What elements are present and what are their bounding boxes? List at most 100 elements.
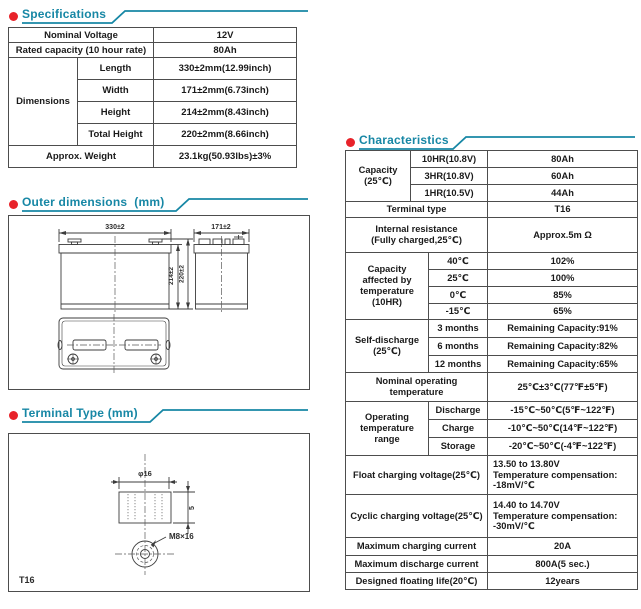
- table-row: Operating temperature range Discharge -1…: [345, 401, 639, 456]
- outer-dimensions-box: 330±2 171±2 214±2 220±2: [8, 215, 310, 390]
- table-row: Approx. Weight 23.1kg(50.93lbs)±3%: [7, 145, 298, 168]
- spec-label-length: Length: [76, 57, 155, 80]
- char-sublabel-charge: Charge: [427, 419, 489, 438]
- table-row: Internal resistance (Fully charged,25℃) …: [344, 217, 639, 253]
- char-value-terminal-type: T16: [487, 201, 639, 218]
- char-label-max-charge-current: Maximum charging current: [344, 537, 489, 556]
- char-value-6months: Remaining Capacity:82%: [487, 337, 639, 356]
- char-value-cyclic-charging: 14.40 to 14.70V Temperature compensation…: [487, 494, 639, 538]
- spec-value-total-height: 220±2mm(8.66inch): [153, 123, 298, 146]
- table-row: 12 months Remaining Capacity:65%: [346, 355, 639, 373]
- terminal-type-header: Terminal Type (mm): [8, 404, 310, 426]
- char-sublabel-25c: 25℃: [427, 269, 489, 287]
- char-label-capacity: Capacity (25℃): [345, 150, 411, 202]
- char-value-internal-resistance: Approx.5m Ω: [487, 217, 639, 253]
- spec-value-width: 171±2mm(6.73inch): [153, 79, 298, 102]
- specifications-table: Nominal Voltage 12V Rated capacity (10 h…: [7, 27, 298, 168]
- char-sublabel-minus15c: -15℃: [427, 303, 489, 320]
- section-title: Specifications: [22, 7, 107, 21]
- char-sublabel-storage: Storage: [427, 437, 489, 456]
- outer-dimensions-header: Outer dimensions (mm): [8, 193, 310, 215]
- char-label-float-charging: Float charging voltage(25℃): [344, 455, 489, 495]
- bullet-icon: [9, 200, 18, 209]
- bullet-icon: [9, 411, 18, 420]
- char-value-float-life: 12years: [487, 572, 639, 590]
- table-row: Maximum discharge current 800A(5 sec.): [344, 555, 639, 573]
- char-sublabel-40c: 40℃: [427, 252, 489, 270]
- char-label-float-life: Designed floating life(20℃): [344, 572, 489, 590]
- table-row: Dimensions Length 330±2mm(12.99inch): [8, 57, 298, 146]
- char-value-10hr: 80Ah: [487, 150, 639, 168]
- char-value-minus15c: 65%: [487, 303, 639, 320]
- table-row: Height 214±2mm(8.43inch): [9, 101, 298, 124]
- spec-value-weight: 23.1kg(50.93lbs)±3%: [153, 145, 298, 168]
- specifications-header: Specifications: [8, 5, 310, 27]
- char-value-12months: Remaining Capacity:65%: [487, 355, 639, 373]
- char-value-1hr: 44Ah: [487, 184, 639, 202]
- dim-terminal-diameter: φ16: [138, 469, 152, 478]
- bullet-icon: [346, 138, 355, 147]
- table-row: Designed floating life(20℃) 12years: [344, 572, 639, 590]
- spec-label-dimensions: Dimensions: [8, 57, 78, 146]
- char-value-charge: -10℃~50℃(14℉~122℉): [487, 419, 639, 438]
- char-sublabel-1hr: 1HR(10.5V): [409, 184, 489, 202]
- spec-value-rated-capacity: 80Ah: [153, 42, 298, 58]
- char-sublabel-10hr: 10HR(10.8V): [409, 150, 489, 168]
- header-swoosh: [22, 10, 308, 24]
- table-row: Cyclic charging voltage(25℃) 14.40 to 14…: [344, 494, 639, 538]
- characteristics-table: Capacity (25℃) 10HR(10.8V) 80Ah 3HR(10.8…: [344, 150, 639, 590]
- char-value-nominal-temp: 25℃±3℃(77℉±5℉): [487, 372, 639, 402]
- header-swoosh: [22, 198, 308, 212]
- char-label-self-discharge: Self-discharge (25℃): [345, 319, 429, 373]
- dim-height-total: 220±2: [179, 265, 186, 283]
- section-title: Outer dimensions (mm): [22, 195, 165, 209]
- table-row: 6 months Remaining Capacity:82%: [346, 337, 639, 356]
- char-label-max-discharge-current: Maximum discharge current: [344, 555, 489, 573]
- dim-terminal-height: 5: [189, 506, 196, 510]
- spec-label-height: Height: [76, 101, 155, 124]
- table-row: Rated capacity (10 hour rate) 80Ah: [7, 42, 298, 58]
- char-label-internal-resistance: Internal resistance (Fully charged,25℃): [344, 217, 489, 253]
- dim-side-width: 171±2: [211, 224, 231, 231]
- spec-label-total-height: Total Height: [76, 123, 155, 146]
- dim-height-body: 214±2: [168, 267, 175, 285]
- char-label-cyclic-charging: Cyclic charging voltage(25℃): [344, 494, 489, 538]
- spec-value-height: 214±2mm(8.43inch): [153, 101, 298, 124]
- bullet-icon: [9, 12, 18, 21]
- char-value-storage: -20℃~50℃(-4℉~122℉): [487, 437, 639, 456]
- table-row: Terminal type T16: [344, 201, 639, 218]
- section-title: Terminal Type (mm): [22, 406, 138, 420]
- char-sublabel-0c: 0℃: [427, 286, 489, 304]
- terminal-type-drawing: φ16 5 M8×16 T16: [19, 454, 196, 585]
- char-label-op-temp: Operating temperature range: [345, 401, 429, 456]
- header-swoosh: [359, 136, 635, 150]
- char-label-terminal-type: Terminal type: [344, 201, 489, 218]
- table-row: Capacity (25℃) 10HR(10.8V) 80Ah: [345, 150, 639, 202]
- char-value-3hr: 60Ah: [487, 167, 639, 185]
- header-swoosh: [22, 409, 308, 423]
- char-sublabel-6months: 6 months: [427, 337, 489, 356]
- dim-front-width: 330±2: [105, 224, 125, 231]
- char-label-nominal-temp: Nominal operating temperature: [344, 372, 489, 402]
- outer-dimensions-drawing: 330±2 171±2 214±2 220±2: [57, 224, 250, 373]
- char-value-float-charging: 13.50 to 13.80V Temperature compensation…: [487, 455, 639, 495]
- spec-value-length: 330±2mm(12.99inch): [153, 57, 298, 80]
- table-row: Maximum charging current 20A: [344, 537, 639, 556]
- spec-label-nominal-voltage: Nominal Voltage: [7, 27, 155, 43]
- section-title: Characteristics: [359, 133, 449, 147]
- table-row: Nominal Voltage 12V: [7, 27, 298, 43]
- char-value-25c: 100%: [487, 269, 639, 287]
- spec-label-rated-capacity: Rated capacity (10 hour rate): [7, 42, 155, 58]
- char-label-capacity-temp: Capacity affected by temperature (10HR): [345, 252, 429, 320]
- table-row: Nominal operating temperature 25℃±3℃(77℉…: [344, 372, 639, 402]
- char-sublabel-12months: 12 months: [427, 355, 489, 373]
- terminal-type-box: φ16 5 M8×16 T16: [8, 433, 310, 592]
- table-row: -15℃ 65%: [346, 303, 639, 320]
- table-row: Float charging voltage(25℃) 13.50 to 13.…: [344, 455, 639, 495]
- char-value-40c: 102%: [487, 252, 639, 270]
- char-value-max-discharge-current: 800A(5 sec.): [487, 555, 639, 573]
- char-value-discharge: -15℃~50℃(5℉~122℉): [487, 401, 639, 420]
- char-value-0c: 85%: [487, 286, 639, 304]
- terminal-name-label: T16: [19, 575, 35, 585]
